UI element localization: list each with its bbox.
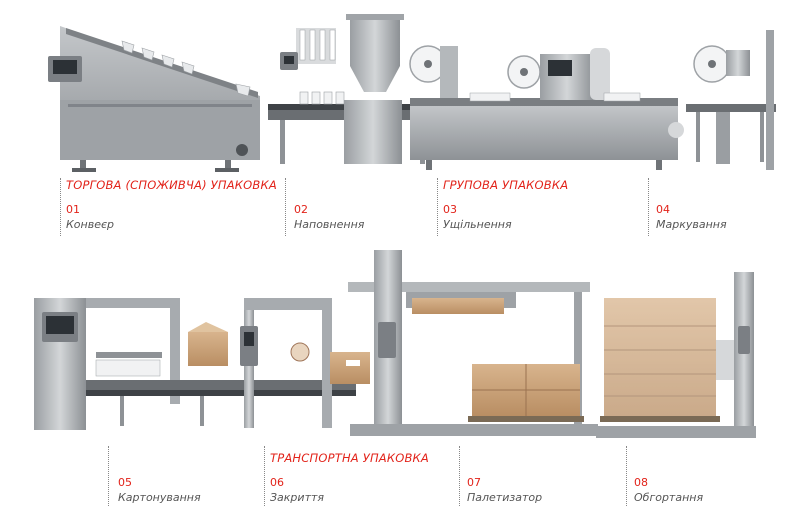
sealing-machine bbox=[409, 45, 678, 170]
leader-line-transport bbox=[264, 446, 265, 506]
leader-line-group bbox=[437, 178, 438, 236]
leader-line-02 bbox=[285, 178, 286, 236]
leader-line-08 bbox=[626, 446, 627, 506]
step-number-05: 05 bbox=[118, 476, 132, 489]
step-number-06: 06 bbox=[270, 476, 284, 489]
step-name-08: Обгортання bbox=[634, 491, 704, 504]
step-number-01: 01 bbox=[66, 203, 80, 216]
leader-line-consumer bbox=[60, 178, 61, 236]
leader-line-05 bbox=[108, 446, 109, 506]
category-group-packaging: ГРУПОВА УПАКОВКА bbox=[443, 178, 569, 192]
closing-machine bbox=[240, 298, 370, 428]
cartoning-machine bbox=[34, 298, 356, 430]
step-number-04: 04 bbox=[656, 203, 670, 216]
labelling-machine bbox=[668, 30, 776, 170]
step-number-08: 08 bbox=[634, 476, 648, 489]
step-name-06: Закриття bbox=[270, 491, 325, 504]
step-name-07: Палетизатор bbox=[467, 491, 543, 504]
step-name-04: Маркування bbox=[656, 218, 727, 231]
category-consumer-packaging: ТОРГОВА (СПОЖИВЧА) УПАКОВКА bbox=[66, 178, 277, 192]
step-number-03: 03 bbox=[443, 203, 457, 216]
conveyor-machine bbox=[48, 26, 260, 172]
leader-line-07 bbox=[459, 446, 460, 506]
step-number-02: 02 bbox=[294, 203, 308, 216]
wrapping-machine bbox=[596, 272, 756, 438]
filling-machine bbox=[268, 14, 440, 164]
palletizer bbox=[348, 250, 598, 436]
step-name-03: Ущільнення bbox=[443, 218, 512, 231]
step-name-02: Наповнення bbox=[294, 218, 365, 231]
leader-line-04 bbox=[648, 178, 649, 236]
category-transport-packaging: ТРАНСПОРТНА УПАКОВКА bbox=[270, 451, 429, 465]
step-name-05: Картонування bbox=[118, 491, 201, 504]
step-name-01: Конвеєр bbox=[66, 218, 115, 231]
step-number-07: 07 bbox=[467, 476, 481, 489]
